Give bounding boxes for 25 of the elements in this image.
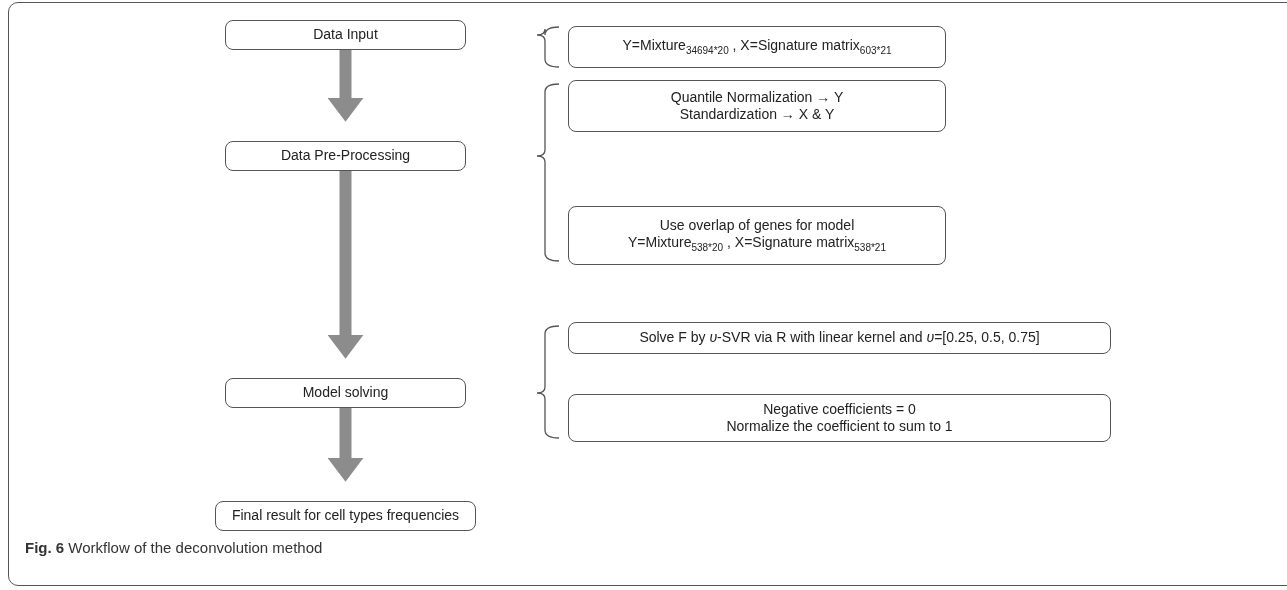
box-text: Standardization → X & Y	[679, 106, 835, 124]
box-text: Quantile Normalization → Y	[670, 88, 844, 106]
box-text: Data Pre-Processing	[280, 147, 411, 165]
process-box	[568, 322, 1111, 354]
arrow	[327, 171, 364, 359]
process-box	[568, 80, 946, 132]
arrow	[327, 50, 364, 122]
box-text: Use overlap of genes for model	[659, 216, 855, 235]
box-text: Negative coefficients = 0	[763, 400, 916, 418]
process-box	[225, 20, 466, 50]
figure-caption: Fig. 6 Workflow of the deconvolution method	[25, 539, 323, 556]
process-box	[215, 501, 476, 531]
arrow	[327, 408, 364, 482]
process-box	[225, 378, 466, 408]
box-text: Final result for cell types frequencies	[231, 507, 460, 525]
process-box	[568, 26, 946, 68]
process-box	[568, 394, 1111, 442]
box-text: Y=Mixture$_{34694*20}$ , X=Signature matrix$_{603*21}$	[622, 36, 892, 58]
process-box	[568, 206, 946, 265]
box-text: Data Input	[313, 26, 378, 44]
process-box	[225, 141, 466, 171]
box-text: Y=Mixture$_{538*20}$ , X=Signature matrix$_{538*21}$	[628, 234, 886, 255]
box-text: Normalize the coefficient to sum to 1	[726, 418, 953, 436]
box-text: Solve F by υ-SVR via R with linear kernel and υ=[0.25, 0.5, 0.75]	[639, 329, 1040, 347]
box-text: Model solving	[302, 384, 389, 402]
